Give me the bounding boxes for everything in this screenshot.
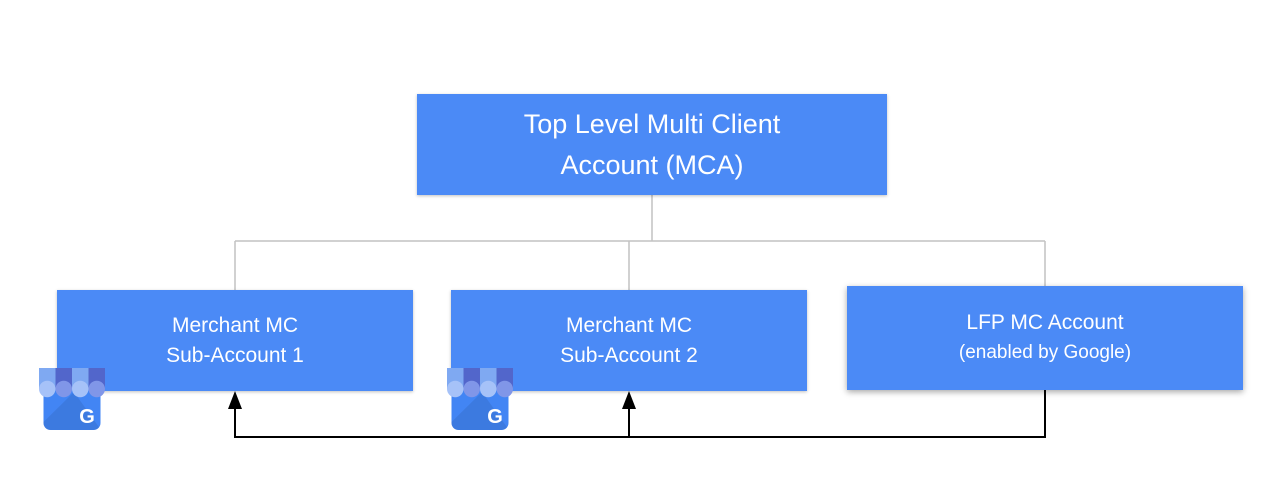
node-sub2-line1: Merchant MC bbox=[565, 313, 693, 337]
node-lfp-mc-account: LFP MC Account (enabled by Google) bbox=[847, 286, 1243, 390]
business-profile-icon-2: G bbox=[447, 368, 513, 430]
node-merchant-sub-account-1: Merchant MC Sub-Account 1 bbox=[57, 290, 413, 391]
awning-scallop bbox=[447, 380, 464, 398]
storefront-awning bbox=[447, 368, 513, 398]
storefront-shade bbox=[43, 392, 101, 430]
node-sub1-line1: Merchant MC bbox=[171, 313, 299, 337]
node-sub2-line2: Sub-Account 2 bbox=[560, 343, 698, 367]
awning-scallop bbox=[88, 380, 105, 398]
lfp-feed-arrow-path bbox=[234, 390, 1046, 438]
awning-scallop bbox=[496, 380, 513, 398]
awning-scallop bbox=[480, 380, 497, 398]
awning-scallop bbox=[72, 380, 89, 398]
node-lfp-line2: (enabled by Google) bbox=[958, 342, 1132, 363]
awning-scallop bbox=[39, 380, 56, 398]
awning-scallop bbox=[55, 380, 72, 398]
node-top-mca-line2: Account (MCA) bbox=[560, 149, 744, 180]
node-lfp-line1: LFP MC Account bbox=[966, 311, 1124, 334]
node-top-mca: Top Level Multi Client Account (MCA) bbox=[417, 94, 887, 195]
business-profile-icon-1: G bbox=[39, 368, 105, 430]
arrowhead-to-sub2-icon bbox=[622, 391, 636, 409]
google-g-letter: G bbox=[487, 406, 503, 428]
storefront-shade bbox=[451, 392, 509, 430]
google-g-letter: G bbox=[79, 406, 95, 428]
node-sub1-line2: Sub-Account 1 bbox=[166, 343, 304, 367]
tree-connector-lines bbox=[234, 195, 1046, 290]
storefront-awning bbox=[39, 368, 105, 398]
arrowhead-to-sub1-icon bbox=[228, 391, 242, 409]
awning-scallop bbox=[463, 380, 480, 398]
node-top-mca-line1: Top Level Multi Client bbox=[523, 108, 781, 139]
